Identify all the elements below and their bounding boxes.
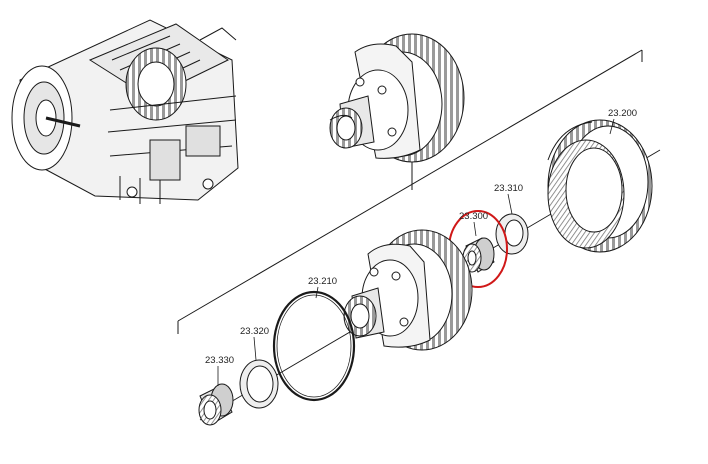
part-label-text: 23.210 [308, 276, 337, 287]
planetary-carrier-assembly-icon [329, 33, 465, 163]
retaining-ring-icon [239, 359, 279, 409]
thrust-washer-icon [495, 213, 529, 255]
part-label-23200[interactable]: 23.200 [608, 108, 637, 135]
part-label-text: 23.320 [240, 326, 269, 337]
part-label-text: 23.200 [608, 108, 637, 119]
exploded-view-frame [177, 49, 643, 334]
part-label-text: 23.300 [459, 211, 488, 222]
leader-line [315, 286, 319, 299]
part-label-23300[interactable]: 23.300 [459, 211, 488, 237]
leader-line [609, 118, 615, 135]
part-label-23330[interactable]: 23.330 [205, 355, 234, 386]
part-label-23210[interactable]: 23.210 [308, 276, 337, 299]
leader-line [507, 193, 513, 215]
leader-line [473, 221, 477, 237]
ring-gear-icon [547, 119, 653, 253]
bushing-icon [198, 383, 234, 426]
leader-line [253, 336, 257, 361]
planetary-carrier-icon [343, 229, 473, 351]
part-label-23320[interactable]: 23.320 [240, 326, 269, 361]
o-ring-icon [272, 290, 356, 402]
needle-bearing-icon [462, 237, 495, 273]
part-label-text: 23.330 [205, 355, 234, 366]
part-label-23310[interactable]: 23.310 [494, 183, 523, 215]
transmission-overview-icon [11, 19, 239, 204]
part-label-text: 23.310 [494, 183, 523, 194]
